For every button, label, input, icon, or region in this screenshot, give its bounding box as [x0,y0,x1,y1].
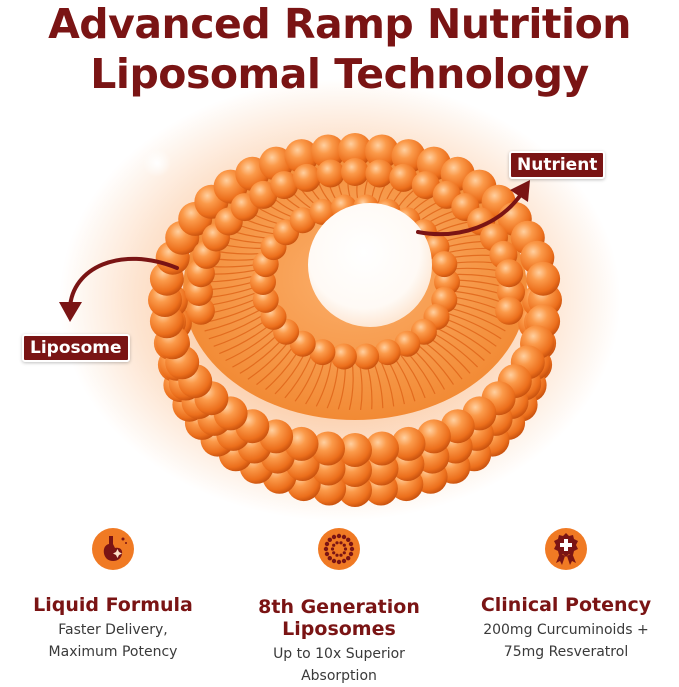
lipid-bead [431,251,458,278]
liposome-mini-icon [323,533,355,565]
icon-bead [335,541,339,545]
feature-liposomes: 8th Generation Liposomes Up to 10x Super… [226,528,452,687]
nutrient-arrowhead-icon [510,180,530,202]
liposome-arrowhead-icon [59,302,82,322]
lipid-bead [309,198,336,225]
lipid-bead [330,343,357,370]
lipid-bead [389,163,418,192]
lipid-bead [495,296,524,325]
lipid-bead [311,431,345,466]
lipid-bead [309,339,336,366]
lipid-bead [353,343,380,370]
lipid-bead [341,158,369,186]
lipid-bead [311,134,345,169]
feature-title-line-2: Liposomes [282,618,396,640]
icon-bead [331,558,337,564]
liposome-arrow-icon [68,256,179,310]
lipid-bead [391,426,426,461]
sparkle [143,149,171,177]
nutrient-label: Nutrient [509,151,606,179]
page-title-line-1: Advanced Ramp Nutrition [48,0,631,48]
feature-subtitle-line-1: Faster Delivery, [58,622,168,638]
icon-bead [348,541,354,547]
icon-bead [343,547,348,551]
lipid-bead [394,330,421,357]
lipid-bead [495,259,524,288]
icon-bead [348,551,354,557]
lipid-bead [411,171,440,200]
icon-bead [342,543,346,547]
lipid-bead [338,133,372,167]
lipid-bead [249,180,278,209]
lipid-bead [292,163,321,192]
icon-bead [341,558,347,564]
stomach-icon [92,528,134,570]
feature-clinical-potency: Clinical Potency 200mg Curcuminoids + 75… [453,528,679,663]
icon-bead [335,553,339,557]
icon-bead [339,541,343,545]
feature-subtitle-line-1: 200mg Curcuminoids + [483,622,649,638]
lipid-bead [365,159,394,188]
lipid-bead [270,171,299,200]
nutrient-core [308,203,432,327]
liposome-label: Liposome [22,334,130,362]
lipid-bead [374,339,401,366]
feature-subtitle-line-1: Up to 10x Superior [273,646,405,662]
icon-bead [346,537,351,542]
lipid-bead [365,134,399,169]
icon-bead [327,537,332,542]
icon-bead [346,556,351,561]
icon-bead [324,541,330,547]
icon-bead [324,551,330,557]
icon-bead [349,546,355,552]
liposome-sphere [148,133,562,507]
icon-bead [331,534,337,540]
icon-bead [332,551,336,555]
feature-title: Liquid Formula [33,594,193,616]
icon-bead [327,556,332,561]
feature-title: Clinical Potency [480,594,652,616]
feature-liquid-formula: Liquid Formula Faster Delivery, Maximum … [0,528,226,663]
lipid-bead [526,261,561,296]
icon-bead [339,553,343,557]
page-title-line-2: Liposomal Technology [90,50,589,98]
outer-bead-ring [148,133,562,507]
feature-title-line-1: 8th Generation [258,596,420,618]
icon-bead [330,547,335,551]
feature-subtitle-line-2: Absorption [301,668,377,684]
award-badge-icon [545,528,587,570]
icon-bead [323,546,329,552]
icon-bead [341,534,347,540]
icon-bead [336,533,342,539]
nutrient-arrow-icon [416,191,524,237]
lipid-bead [338,433,372,467]
liposome-icon [318,528,360,570]
icon-bead [336,559,342,565]
lipid-bead [289,207,316,234]
icon-bead [342,551,346,555]
feature-subtitle-line-2: 75mg Resveratrol [503,644,629,660]
lipid-bead [316,159,345,188]
feature-subtitle-line-2: Maximum Potency [48,644,178,660]
icon-bead [332,543,336,547]
lipid-bead [365,431,399,466]
